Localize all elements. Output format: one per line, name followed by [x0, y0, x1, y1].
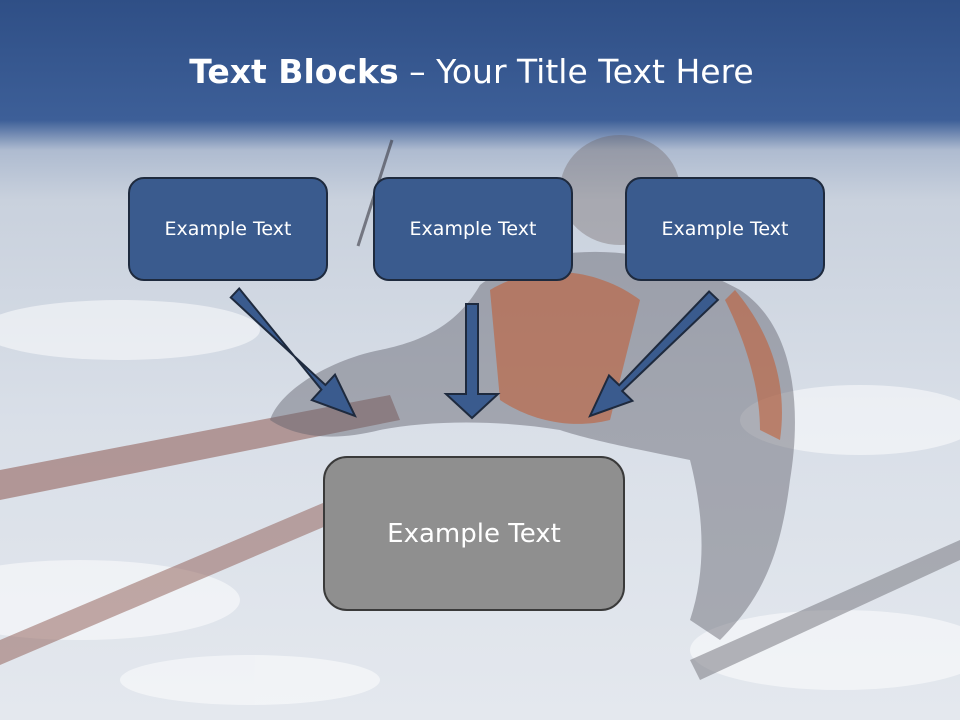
text-block-2-label: Example Text	[409, 218, 537, 240]
slide-title: Text Blocks – Your Title Text Here	[0, 52, 943, 91]
slide-title-rest: – Your Title Text Here	[409, 52, 754, 91]
text-block-2[interactable]: Example Text	[373, 177, 573, 281]
target-block-label: Example Text	[387, 518, 561, 549]
arrow-middle	[443, 303, 501, 420]
text-block-1[interactable]: Example Text	[128, 177, 328, 281]
target-block[interactable]: Example Text	[323, 456, 625, 611]
text-block-1-label: Example Text	[164, 218, 292, 240]
text-block-3[interactable]: Example Text	[625, 177, 825, 281]
text-block-3-label: Example Text	[661, 218, 789, 240]
slide-title-bold: Text Blocks	[189, 52, 399, 91]
arrow-left	[229, 286, 357, 418]
arrow-right	[588, 290, 720, 418]
